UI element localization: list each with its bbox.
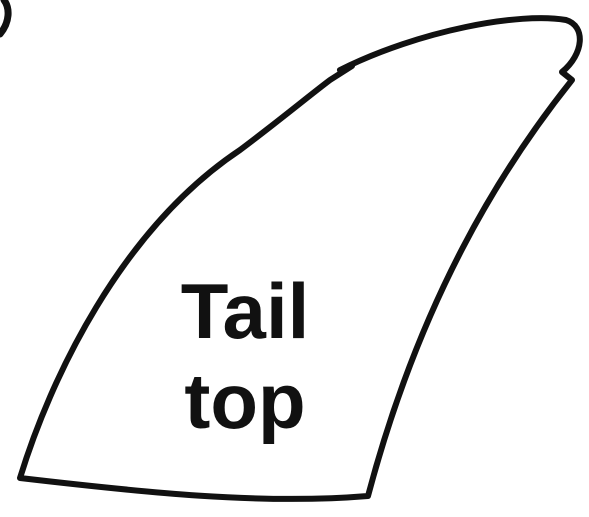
edge-fragment (0, 0, 8, 34)
shape-label-tail: Tail (150, 272, 340, 350)
shape-label-top: top (150, 362, 340, 440)
